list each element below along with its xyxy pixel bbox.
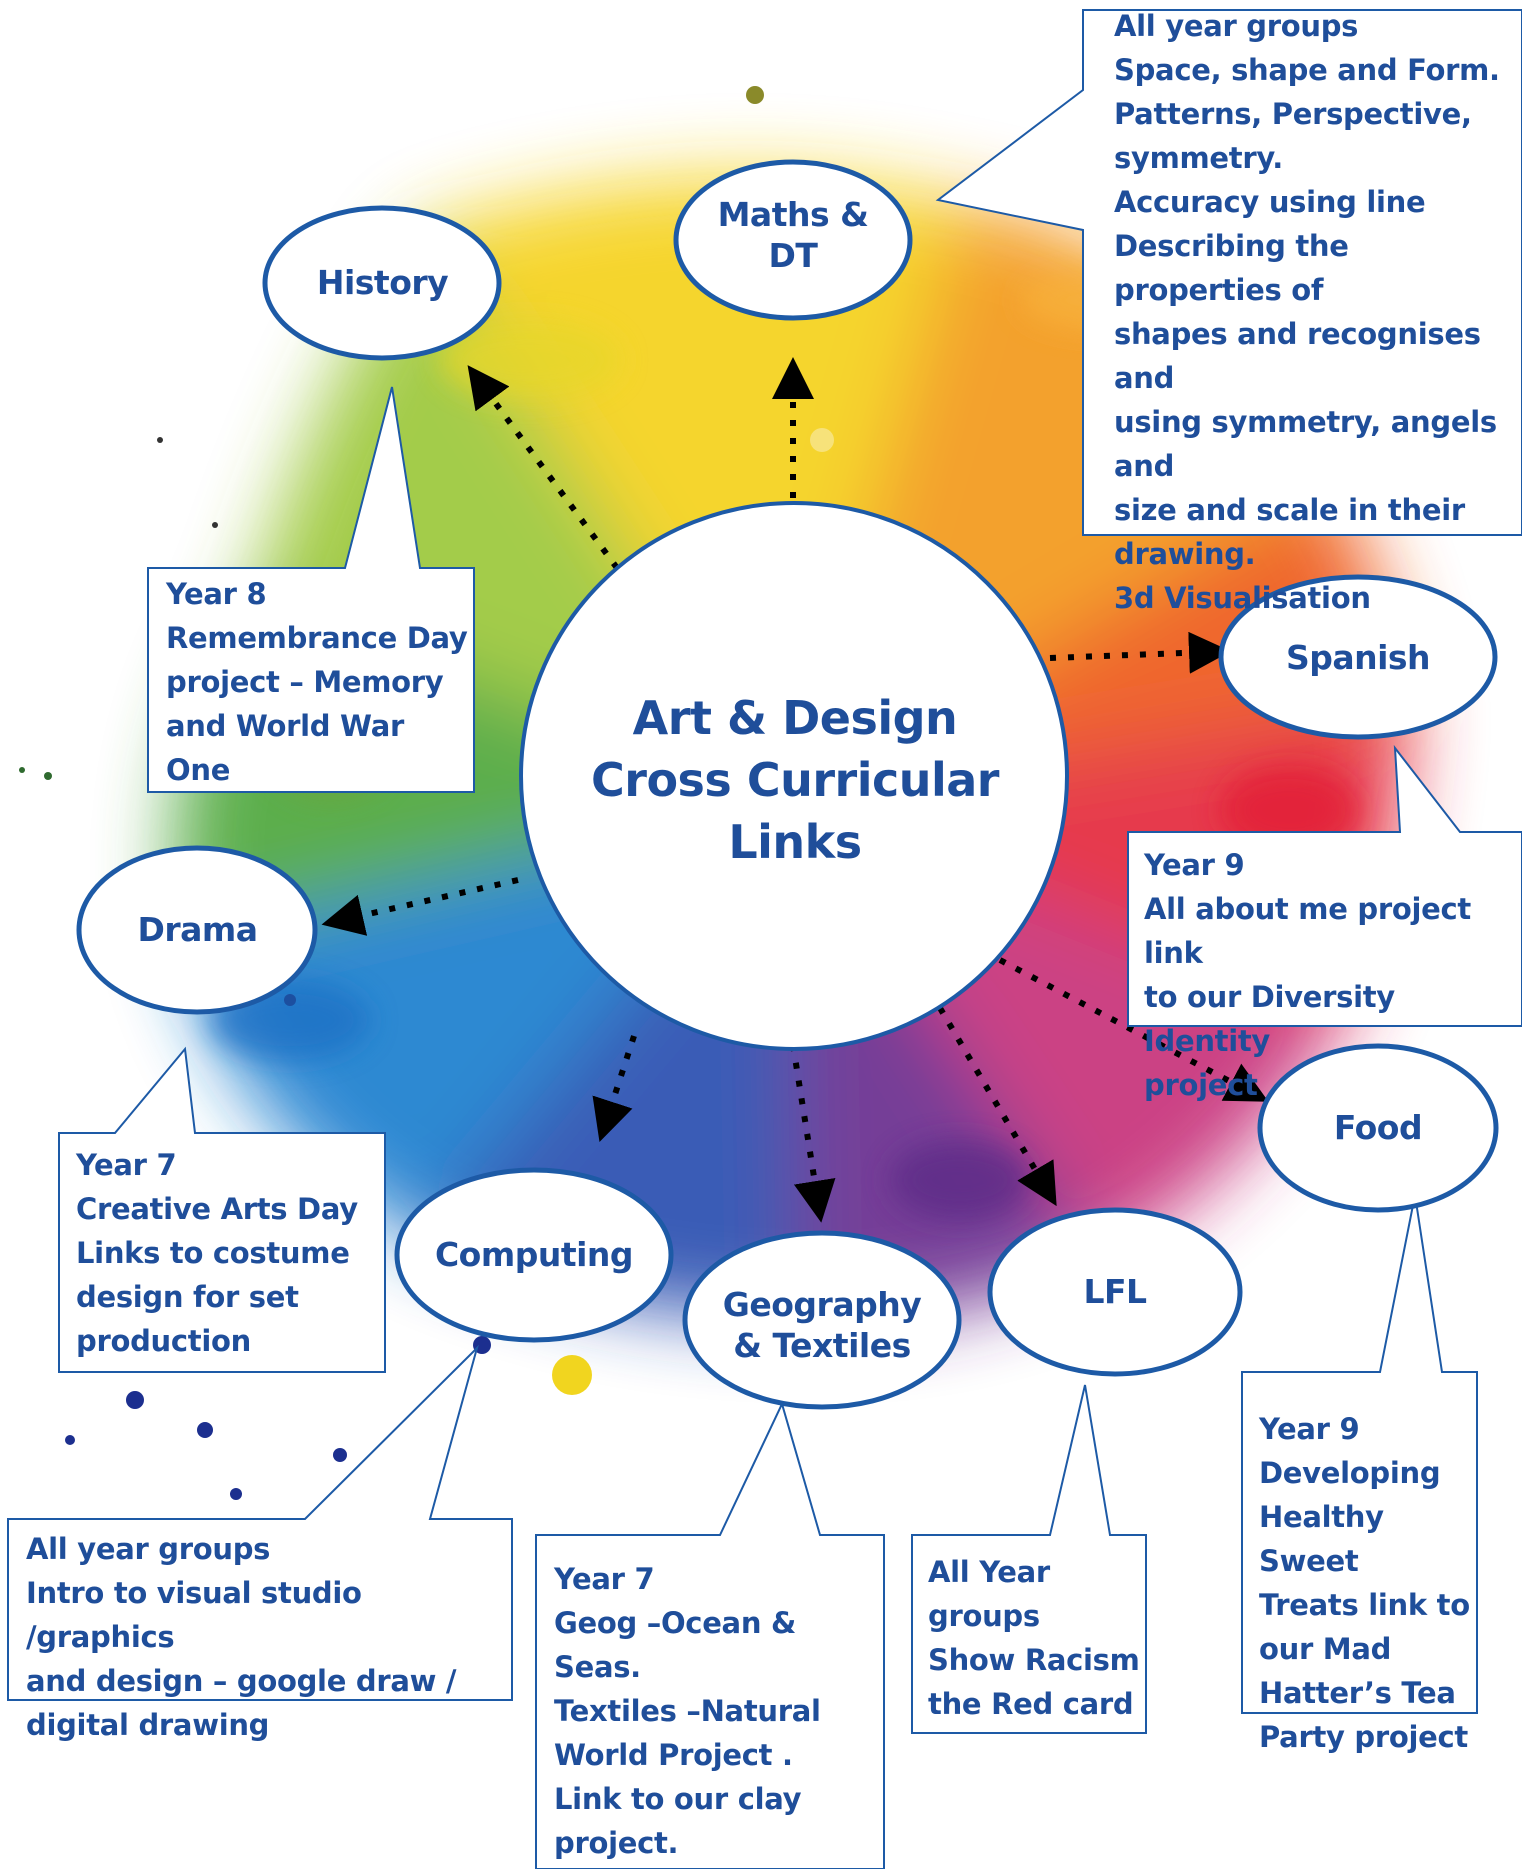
note-history: Year 8 Remembrance Day project – Memory … bbox=[166, 577, 468, 787]
arrow-to-computing bbox=[592, 1035, 637, 1142]
note-geography: Year 7 Geog –Ocean & Seas. Textiles –Nat… bbox=[554, 1562, 821, 1860]
note-spanish: Year 9 All about me project link to our … bbox=[1144, 848, 1471, 1102]
arrow-to-history bbox=[467, 365, 620, 570]
subject-maths: Maths & DT bbox=[717, 194, 869, 275]
ellipse-maths bbox=[673, 159, 913, 321]
callout-computing bbox=[7, 1344, 513, 1701]
arrow-to-food bbox=[998, 957, 1269, 1102]
note-maths: All year groups Space, shape and Form. P… bbox=[1114, 9, 1500, 615]
subject-computing: Computing bbox=[434, 1235, 634, 1275]
callout-food bbox=[1241, 1194, 1478, 1714]
note-computing: All year groups Intro to visual studio /… bbox=[26, 1532, 457, 1742]
ellipse-geography bbox=[682, 1230, 962, 1410]
ellipse-lfl bbox=[987, 1207, 1243, 1377]
center-title: Art & Design Cross Curricular Links bbox=[591, 690, 999, 870]
ellipse-drama bbox=[76, 845, 318, 1015]
note-drama: Year 7 Creative Arts Day Links to costum… bbox=[76, 1148, 358, 1358]
arrow-to-drama bbox=[321, 877, 519, 936]
subject-spanish: Spanish bbox=[1285, 638, 1431, 678]
stray-mark: C bbox=[815, 428, 831, 453]
callout-history bbox=[147, 386, 475, 793]
note-lfl: All Year groups Show Racism the Red card bbox=[928, 1555, 1140, 1721]
callout-boxes bbox=[7, 9, 1522, 1869]
callout-maths bbox=[935, 9, 1522, 536]
ellipse-history bbox=[262, 205, 502, 361]
paint-dots bbox=[19, 86, 834, 1500]
connector-arrows bbox=[321, 357, 1269, 1223]
ellipse-food bbox=[1257, 1043, 1499, 1213]
callout-spanish bbox=[1127, 744, 1522, 1027]
subject-lfl: LFL bbox=[1083, 1272, 1147, 1312]
note-food: Year 9 Developing Healthy Sweet Treats l… bbox=[1259, 1412, 1470, 1754]
subject-drama: Drama bbox=[137, 910, 258, 950]
ellipse-computing bbox=[394, 1167, 674, 1343]
center-circle bbox=[519, 501, 1069, 1051]
ellipse-spanish bbox=[1218, 574, 1498, 740]
subject-history: History bbox=[316, 263, 449, 303]
callout-lfl bbox=[911, 1384, 1147, 1734]
subject-ellipses bbox=[76, 159, 1499, 1410]
subject-food: Food bbox=[1333, 1108, 1423, 1148]
callout-drama bbox=[58, 1046, 386, 1373]
subject-geography: Geography & Textiles bbox=[722, 1284, 922, 1365]
callout-geography bbox=[535, 1401, 885, 1869]
